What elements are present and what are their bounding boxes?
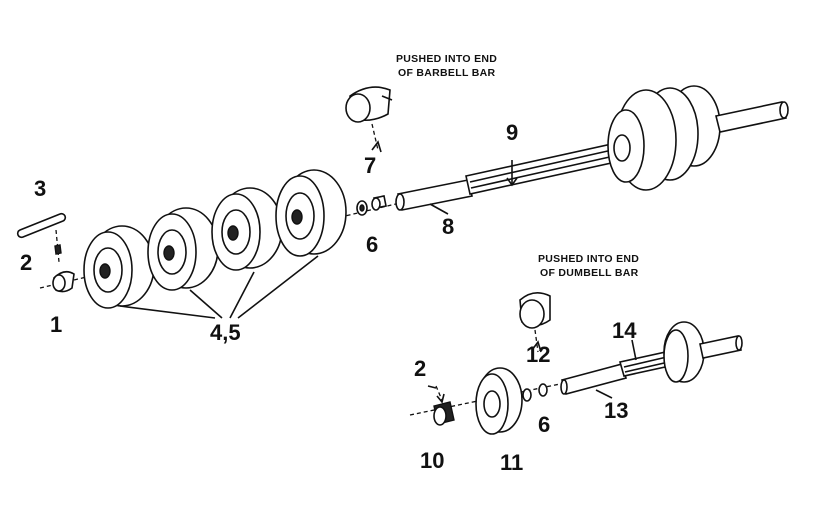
label-part-6: 6: [366, 232, 378, 257]
leader-lines-4-5: [119, 255, 319, 319]
label-part-13: 13: [604, 398, 628, 423]
barbell-bar-part-8: [395, 179, 473, 211]
label-parts-4-5: 4,5: [210, 320, 241, 345]
label-part-6-dumbell: 6: [538, 412, 550, 437]
note-barbell-line-1: PUSHED INTO END: [396, 53, 497, 65]
label-part-2-dumbell: 2: [414, 356, 426, 381]
mounted-plates-right: [607, 85, 789, 191]
washer-part-6-dumbell: [522, 388, 532, 402]
label-part-8: 8: [442, 214, 454, 239]
dumbell-axis: [409, 383, 561, 416]
spinlock-collar-part-10: [433, 401, 455, 426]
weight-plate-2: [147, 207, 219, 291]
label-part-3: 3: [34, 176, 46, 201]
label-part-11: 11: [500, 450, 523, 475]
screw-part-2-dumbell: [427, 385, 445, 404]
label-part-2: 2: [20, 250, 32, 275]
note-dumbell-line-1: PUSHED INTO END: [538, 253, 639, 265]
dumbell-plate-part-11: [475, 367, 523, 435]
end-cap-part-12: [519, 292, 551, 353]
note-dumbell-line-2: OF DUMBELL BAR: [540, 267, 639, 279]
note-barbell-line-2: OF BARBELL BAR: [398, 67, 495, 79]
label-part-7: 7: [364, 153, 376, 178]
dumbell-bar-part-13: [560, 363, 627, 399]
mounted-dumbell-plate: [663, 321, 743, 383]
screw-part-2: [54, 229, 62, 263]
bushing: [371, 195, 387, 211]
end-cap-part-7: [345, 86, 393, 153]
weight-plate-1: [83, 225, 155, 309]
label-part-14: 14: [612, 318, 637, 343]
label-part-10: 10: [420, 448, 444, 473]
dumbell-bushing: [538, 383, 548, 397]
collar-part-1: [52, 270, 75, 293]
label-part-9: 9: [506, 120, 518, 145]
label-part-1: 1: [50, 312, 62, 337]
leader-8: [429, 203, 449, 215]
washer-part-6: [356, 200, 368, 216]
pin-part-3: [16, 212, 67, 239]
label-part-12: 12: [526, 342, 550, 367]
weight-plate-4: [275, 169, 347, 257]
weight-plate-3: [211, 187, 283, 271]
